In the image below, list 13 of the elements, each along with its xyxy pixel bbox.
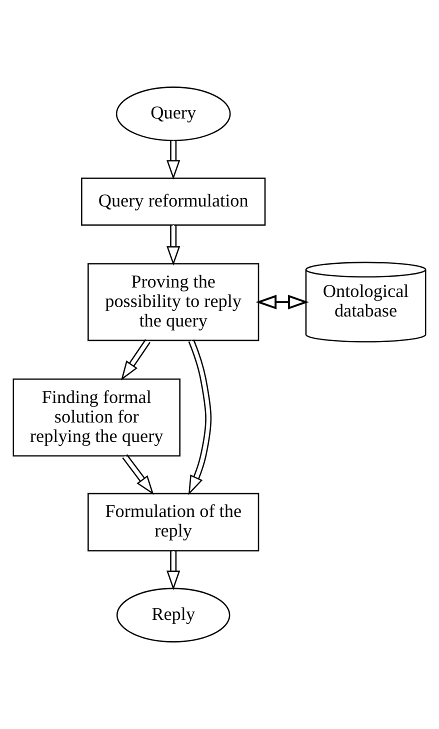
node-ellipse: Query bbox=[116, 86, 231, 142]
arrow bbox=[122, 454, 154, 495]
arrow bbox=[120, 339, 150, 380]
arrow bbox=[256, 294, 309, 310]
node-box: Query reformulation bbox=[81, 178, 266, 226]
arrow bbox=[166, 551, 180, 590]
node-box: Formulation of the reply bbox=[88, 492, 260, 552]
node-ellipse: Reply bbox=[116, 588, 230, 642]
node-box: Finding formal solution for replying the query bbox=[12, 378, 180, 456]
arrow bbox=[166, 225, 180, 266]
node-box: Proving the possibility to reply the query bbox=[88, 263, 260, 342]
arrow bbox=[166, 140, 180, 180]
arrow bbox=[188, 339, 212, 496]
